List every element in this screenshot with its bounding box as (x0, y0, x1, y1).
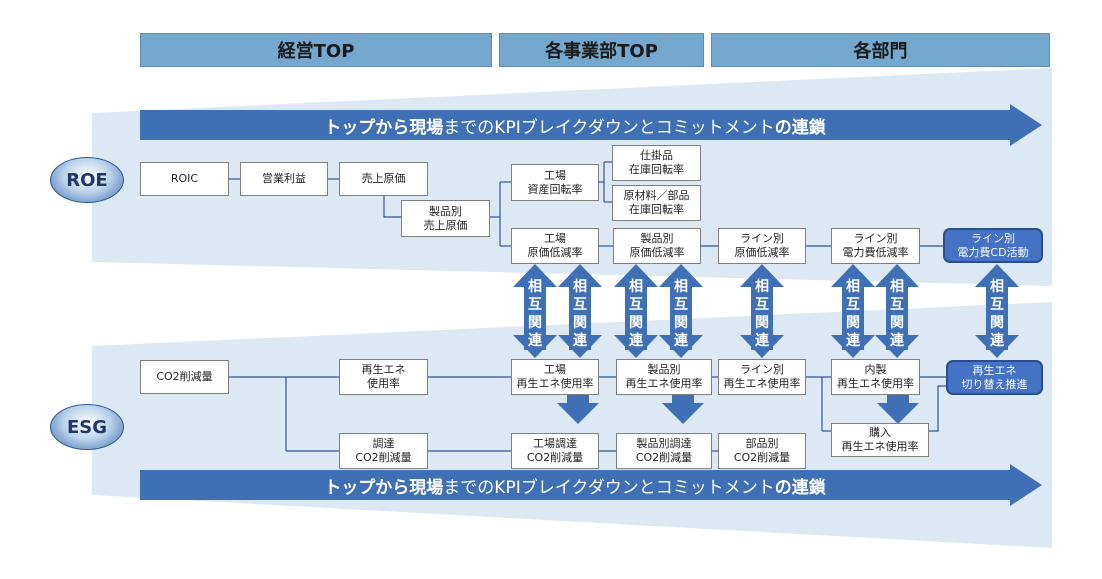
header-management-top: 経営TOP (140, 33, 492, 67)
line-cost-reduction-box: ライン別 原価低減率 (718, 228, 806, 264)
mutual-label-7: 相互関連 (886, 278, 908, 350)
cogs-box: 売上原価 (339, 162, 428, 196)
procurement-co2-box: 調達 CO2削減量 (339, 433, 428, 469)
mutual-label-2: 相互関連 (569, 278, 591, 350)
top-banner-arrow (140, 104, 1042, 146)
product-cost-reduction-box: 製品別 原価低減率 (613, 228, 701, 264)
factory-cost-reduction-box: 工場 原価低減率 (511, 228, 599, 264)
purchase-renewable-box: 購入 再生エネ使用率 (831, 423, 929, 457)
product-cogs-box: 製品別 売上原価 (401, 200, 490, 237)
wip-turnover-box: 仕掛品 在庫回転率 (612, 145, 701, 181)
renewable-usage-box: 再生エネ 使用率 (339, 359, 428, 395)
mutual-label-6: 相互関連 (842, 278, 864, 350)
bottom-banner-arrow (140, 464, 1042, 506)
top-banner-text: トップから現場までのKPIブレイクダウンとコミットメントの連鎖 (140, 110, 1010, 140)
mutual-label-4: 相互関連 (670, 278, 692, 350)
banner-emph-1: トップから現場 (324, 477, 444, 498)
factory-procurement-co2-box: 工場調達 CO2削減量 (511, 433, 599, 469)
product-renewable-box: 製品別 再生エネ使用率 (616, 359, 712, 395)
banner-mid: までのKPIブレイクダウンとコミットメント (443, 117, 775, 138)
mutual-label-3: 相互関連 (625, 278, 647, 350)
line-renewable-box: ライン別 再生エネ使用率 (718, 359, 806, 395)
header-division-top: 各事業部TOP (499, 33, 704, 67)
banner-emph-2: の連鎖 (774, 117, 826, 138)
roe-circle: ROE (50, 157, 124, 203)
down-arrow-factory (557, 395, 599, 424)
renewable-switch-box: 再生エネ 切り替え推進 (946, 360, 1043, 395)
parts-co2-box: 部品別 CO2削減量 (718, 433, 806, 469)
line-power-cost-reduction-box: ライン別 電力費低減率 (831, 228, 920, 264)
esg-circle: ESG (50, 404, 124, 450)
bottom-banner-text: トップから現場までのKPIブレイクダウンとコミットメントの連鎖 (140, 470, 1010, 500)
factory-asset-turnover-box: 工場 資産回転率 (511, 164, 599, 201)
factory-renewable-box: 工場 再生エネ使用率 (511, 359, 599, 395)
product-procurement-co2-box: 製品別調達 CO2削減量 (616, 433, 712, 469)
down-arrow-inhouse (877, 395, 919, 424)
banner-mid: までのKPIブレイクダウンとコミットメント (443, 477, 775, 498)
mutual-label-5: 相互関連 (751, 278, 773, 350)
operating-profit-box: 営業利益 (240, 162, 328, 196)
line-power-cd-activity-box: ライン別 電力費CD活動 (943, 228, 1043, 263)
mutual-label-1: 相互関連 (524, 278, 546, 350)
mutual-label-8: 相互関連 (986, 278, 1008, 350)
roic-box: ROIC (140, 162, 229, 196)
banner-emph-2: の連鎖 (774, 477, 826, 498)
banner-emph-1: トップから現場 (324, 117, 444, 138)
co2-reduction-box: CO2削減量 (140, 360, 229, 394)
material-turnover-box: 原材料／部品 在庫回転率 (612, 185, 701, 221)
inhouse-renewable-box: 内製 再生エネ使用率 (831, 359, 920, 395)
header-departments: 各部門 (711, 33, 1050, 67)
down-arrow-product (662, 395, 704, 424)
